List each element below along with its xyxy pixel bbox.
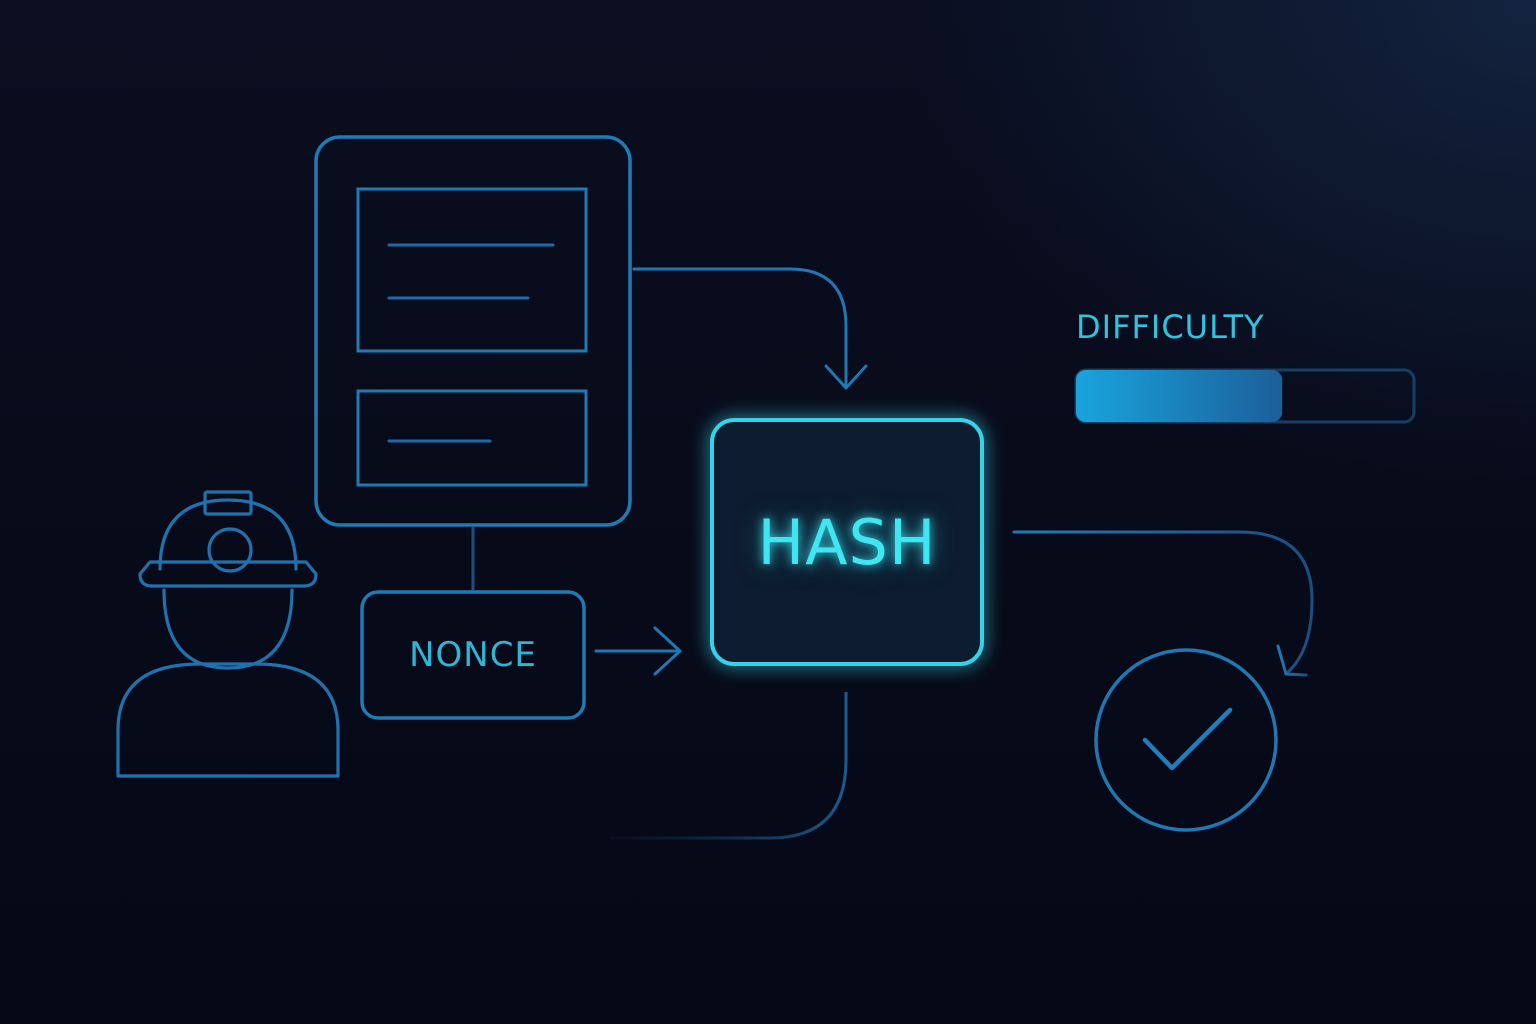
miner-hardhat-icon — [116, 490, 340, 778]
nonce-to-hash-arrow — [594, 626, 682, 676]
checkmark-circle-icon — [1094, 648, 1278, 832]
hash-label: HASH — [757, 505, 937, 579]
retry-loop-line — [610, 692, 848, 840]
hash-box — [710, 418, 984, 666]
block-to-hash-arrow — [632, 267, 868, 390]
difficulty-fill — [1076, 370, 1283, 422]
difficulty-meter — [1074, 368, 1416, 424]
nonce-label: NONCE — [409, 635, 537, 675]
block-document-icon — [314, 135, 632, 527]
nonce-box — [360, 590, 586, 720]
difficulty-label: DIFFICULTY — [1076, 308, 1265, 346]
hash-to-success-arrow — [1012, 530, 1314, 677]
